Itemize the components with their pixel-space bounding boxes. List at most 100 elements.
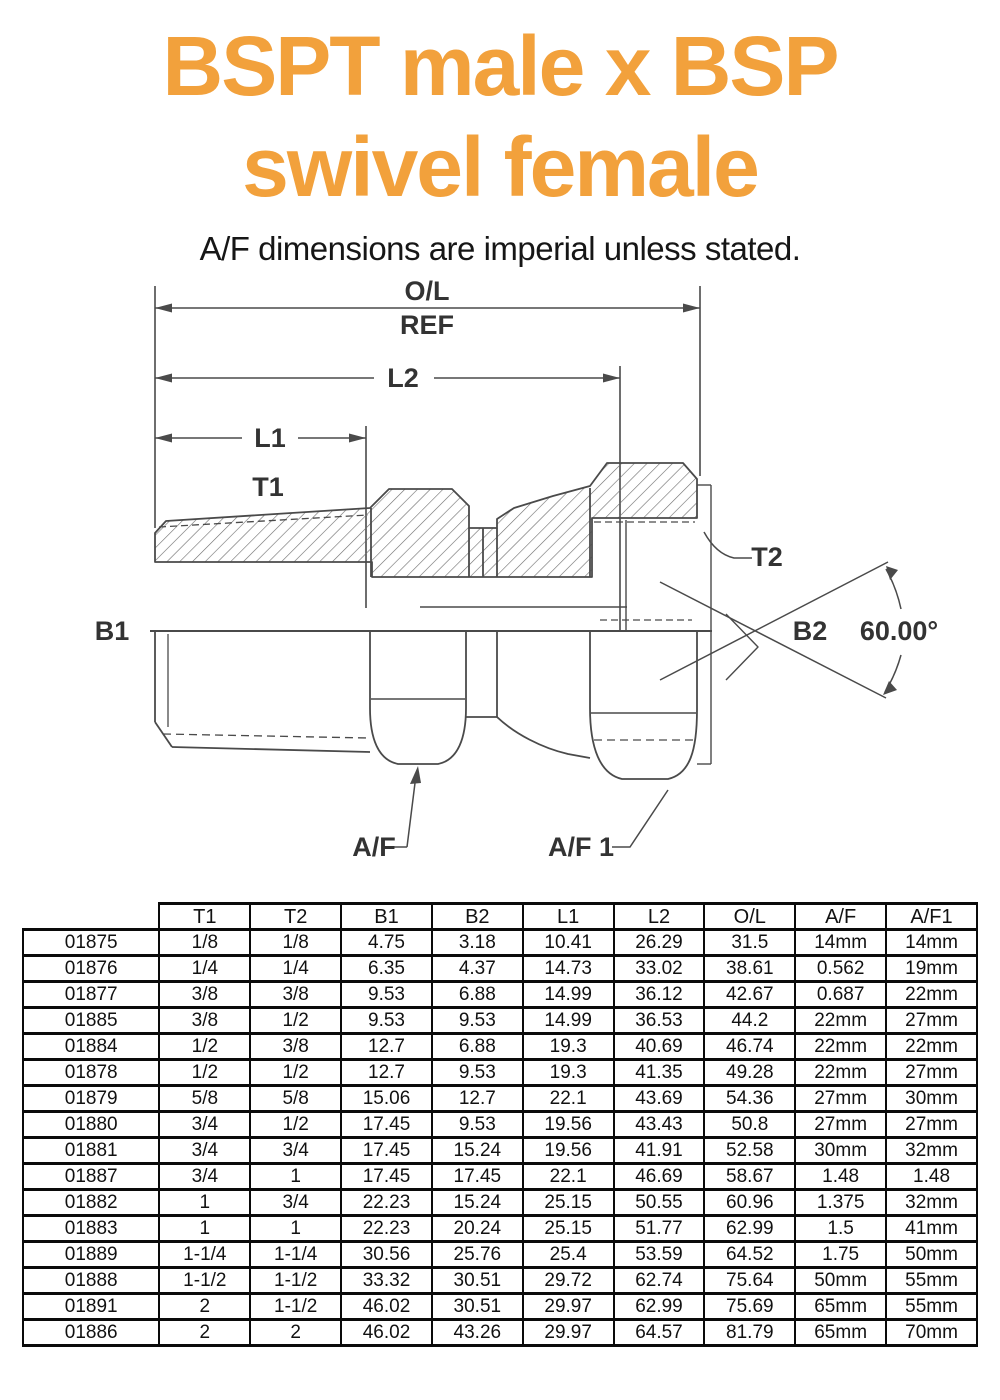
part-number-cell: 01885 [21, 1006, 161, 1035]
dimension-cell: 1/2 [249, 1006, 343, 1035]
dimension-cell: 51.77 [612, 1214, 706, 1243]
dimension-cell: 1/8 [158, 928, 252, 957]
dimension-cell: 15.24 [430, 1188, 524, 1217]
page-title-line-2: swivel female [242, 120, 760, 214]
dimension-cell: 5/8 [158, 1084, 252, 1113]
dimension-cell: 1/8 [249, 928, 343, 957]
column-header: B1 [340, 902, 433, 931]
dimension-cell: 43.69 [612, 1084, 706, 1113]
dimension-cell: 50.55 [612, 1188, 706, 1217]
part-number-cell: 01884 [21, 1032, 161, 1061]
column-header: T2 [249, 902, 343, 931]
dimension-cell: 22mm [794, 1058, 888, 1087]
part-number-cell: 01879 [21, 1084, 161, 1113]
dimension-cell: 14mm [885, 928, 978, 957]
dimension-cell: 19.3 [521, 1058, 615, 1087]
dimension-cell: 25.15 [521, 1188, 615, 1217]
dimension-cell: 19.3 [521, 1032, 615, 1061]
dimension-cell: 27mm [794, 1110, 888, 1139]
column-header: O/L [703, 902, 797, 931]
dimension-cell: 10.41 [521, 928, 615, 957]
dimension-cell: 33.32 [340, 1266, 433, 1295]
dimension-cell: 1-1/2 [158, 1266, 252, 1295]
dimension-cell: 1.48 [885, 1162, 978, 1191]
dimension-cell: 6.88 [430, 980, 524, 1009]
dimension-cell: 2 [158, 1318, 252, 1347]
dimension-cell: 62.74 [612, 1266, 706, 1295]
dimension-cell: 15.06 [340, 1084, 433, 1113]
dimension-cell: 12.7 [340, 1058, 433, 1087]
part-number-cell: 01882 [21, 1188, 161, 1217]
dimension-cell: 14.99 [521, 980, 615, 1009]
dimension-cell: 15.24 [430, 1136, 524, 1165]
part-number-cell: 01889 [21, 1240, 161, 1269]
dimension-cell: 52.58 [703, 1136, 797, 1165]
dimension-cell: 3/8 [249, 980, 343, 1009]
dimension-cell: 40.69 [612, 1032, 706, 1061]
dimension-cell: 1/2 [158, 1058, 252, 1087]
dimension-cell: 46.69 [612, 1162, 706, 1191]
dimension-cell: 17.45 [340, 1110, 433, 1139]
dimension-cell: 9.53 [430, 1058, 524, 1087]
subtitle: A/F dimensions are imperial unless state… [199, 230, 801, 267]
b1-label: B1 [95, 616, 130, 646]
dimension-cell: 65mm [794, 1318, 888, 1347]
ol-label: O/L [405, 276, 450, 306]
part-number-cell: 01883 [21, 1214, 161, 1243]
dimension-cell: 43.43 [612, 1110, 706, 1139]
column-header: L2 [612, 902, 706, 931]
dimension-cell: 19mm [885, 954, 978, 983]
dimension-cell: 62.99 [703, 1214, 797, 1243]
dimension-cell: 3/4 [249, 1136, 343, 1165]
dimension-cell: 5/8 [249, 1084, 343, 1113]
dimension-cell: 53.59 [612, 1240, 706, 1269]
page-title-line-1: BSPT male x BSP [162, 19, 840, 113]
part-number-cell: 01877 [21, 980, 161, 1009]
dimension-cell: 29.97 [521, 1292, 615, 1321]
dimension-cell: 12.7 [430, 1084, 524, 1113]
dimension-cell: 50mm [885, 1240, 978, 1269]
dimension-cell: 22.1 [521, 1084, 615, 1113]
dimension-cell: 49.28 [703, 1058, 797, 1087]
thread-lines [158, 514, 695, 741]
dimension-cell: 30mm [885, 1084, 978, 1113]
dimension-cell: 44.2 [703, 1006, 797, 1035]
dimension-cell: 41.35 [612, 1058, 706, 1087]
dimension-cell: 75.64 [703, 1266, 797, 1295]
dimension-cell: 3/4 [158, 1136, 252, 1165]
dimension-cell: 17.45 [340, 1162, 433, 1191]
dimension-cell: 3.18 [430, 928, 524, 957]
column-header: B2 [430, 902, 524, 931]
dimension-cell: 30.56 [340, 1240, 433, 1269]
dimension-cell: 3/8 [158, 980, 252, 1009]
dimension-cell: 2 [158, 1292, 252, 1321]
dimension-cell: 27mm [794, 1084, 888, 1113]
dimension-cell: 9.53 [340, 980, 433, 1009]
column-header: L1 [521, 902, 615, 931]
dimension-cell: 9.53 [340, 1006, 433, 1035]
table-corner-blank [23, 903, 160, 930]
dimension-cell: 43.26 [430, 1318, 524, 1347]
dimension-cell: 1-1/4 [249, 1240, 343, 1269]
dimension-cell: 2 [249, 1318, 343, 1347]
dimension-cell: 19.56 [521, 1136, 615, 1165]
dimension-cell: 1-1/2 [249, 1266, 343, 1295]
dimension-cell: 22.23 [340, 1214, 433, 1243]
dimension-cell: 54.36 [703, 1084, 797, 1113]
exterior-body [150, 484, 759, 780]
dimension-cell: 4.37 [430, 954, 524, 983]
dimension-cell: 58.67 [703, 1162, 797, 1191]
part-number-cell: 01875 [21, 928, 161, 957]
part-number-cell: 01891 [21, 1292, 161, 1321]
dimension-cell: 20.24 [430, 1214, 524, 1243]
